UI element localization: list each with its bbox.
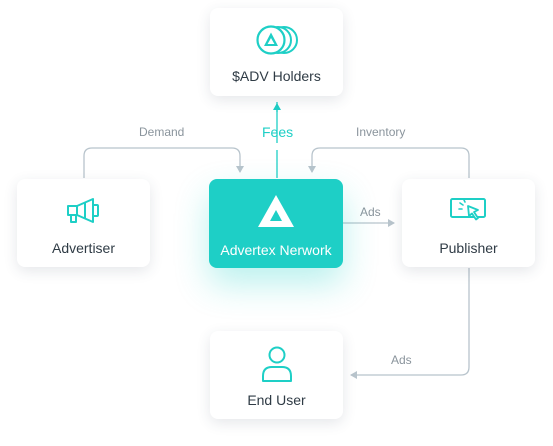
cursor-click-screen-icon bbox=[449, 197, 489, 234]
ads-to-enduser-label: Ads bbox=[391, 353, 412, 367]
advertex-logo-icon bbox=[257, 194, 295, 233]
megaphone-icon bbox=[64, 197, 104, 230]
end-user-node: End User bbox=[210, 331, 343, 419]
advertex-network-node: Advertex Nerwork bbox=[209, 179, 343, 268]
inventory-connector bbox=[308, 147, 470, 178]
demand-connector bbox=[83, 147, 244, 178]
publisher-title: Publisher bbox=[439, 240, 498, 256]
ads-to-publisher-label: Ads bbox=[360, 205, 381, 219]
publisher-node: Publisher bbox=[402, 179, 535, 267]
ads-enduser-connector bbox=[350, 268, 470, 379]
user-icon bbox=[260, 345, 294, 388]
adv-holders-title: $ADV Holders bbox=[232, 68, 321, 84]
demand-label: Demand bbox=[139, 125, 185, 139]
end-user-title: End User bbox=[247, 392, 306, 408]
advertiser-node: Advertiser bbox=[17, 179, 150, 267]
advertiser-title: Advertiser bbox=[51, 240, 116, 256]
advertex-network-title: Advertex Nerwork bbox=[220, 242, 332, 258]
fees-label: Fees bbox=[262, 124, 294, 140]
inventory-label: Inventory bbox=[356, 125, 406, 139]
adv-holders-node: $ADV Holders bbox=[210, 8, 343, 96]
coin-stack-icon bbox=[254, 24, 300, 61]
